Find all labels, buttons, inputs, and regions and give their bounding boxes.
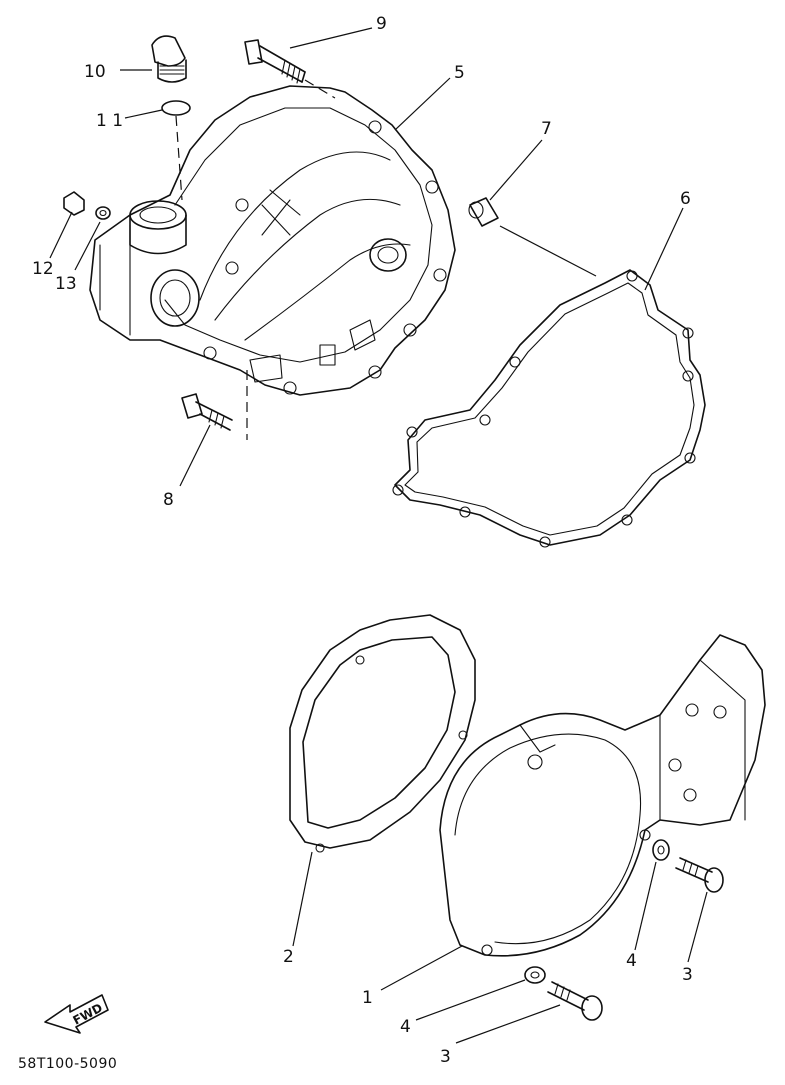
callout-5: 5: [454, 63, 465, 83]
leader-lines: [49, 27, 708, 1044]
o-ring-11: [161, 100, 191, 116]
outer-cover: [439, 634, 766, 957]
callout-9: 9: [376, 14, 387, 34]
callout-3-bottom: 3: [440, 1047, 451, 1067]
crankcase-cover: [89, 85, 456, 396]
bolt-12: [63, 191, 85, 216]
screw-3-upper: [675, 857, 724, 893]
callout-4-bottom: 4: [400, 1017, 411, 1037]
crankcase-gasket: [392, 269, 706, 548]
callout-12: 12: [32, 259, 54, 279]
callout-4-right: 4: [626, 951, 637, 971]
washer-13: [95, 206, 111, 220]
fwd-arrow: FWD: [44, 994, 109, 1034]
dowel-7: [468, 197, 499, 227]
washer-4-lower: [524, 966, 546, 984]
callout-3-right: 3: [682, 965, 693, 985]
callout-labels: 1 2 3 3 4 4 5 6 7 8 9 10 1 1 12 13: [32, 14, 693, 1067]
callout-11: 1 1: [96, 111, 123, 131]
fwd-label: FWD: [71, 1001, 105, 1028]
washer-4-upper: [652, 839, 670, 861]
screw-3-lower: [547, 981, 603, 1021]
callout-7: 7: [541, 119, 552, 139]
callout-1: 1: [362, 988, 373, 1008]
filler-plug-10: [151, 35, 187, 83]
drawing-code: 58T100-5090: [18, 1056, 117, 1072]
callout-8: 8: [163, 490, 174, 510]
cover-gasket: [289, 614, 476, 853]
callout-2: 2: [283, 947, 294, 967]
callout-6: 6: [680, 189, 691, 209]
bolt-9: [244, 39, 306, 84]
callout-13: 13: [55, 274, 77, 294]
callout-10: 10: [84, 62, 106, 82]
bolt-8: [181, 393, 233, 431]
